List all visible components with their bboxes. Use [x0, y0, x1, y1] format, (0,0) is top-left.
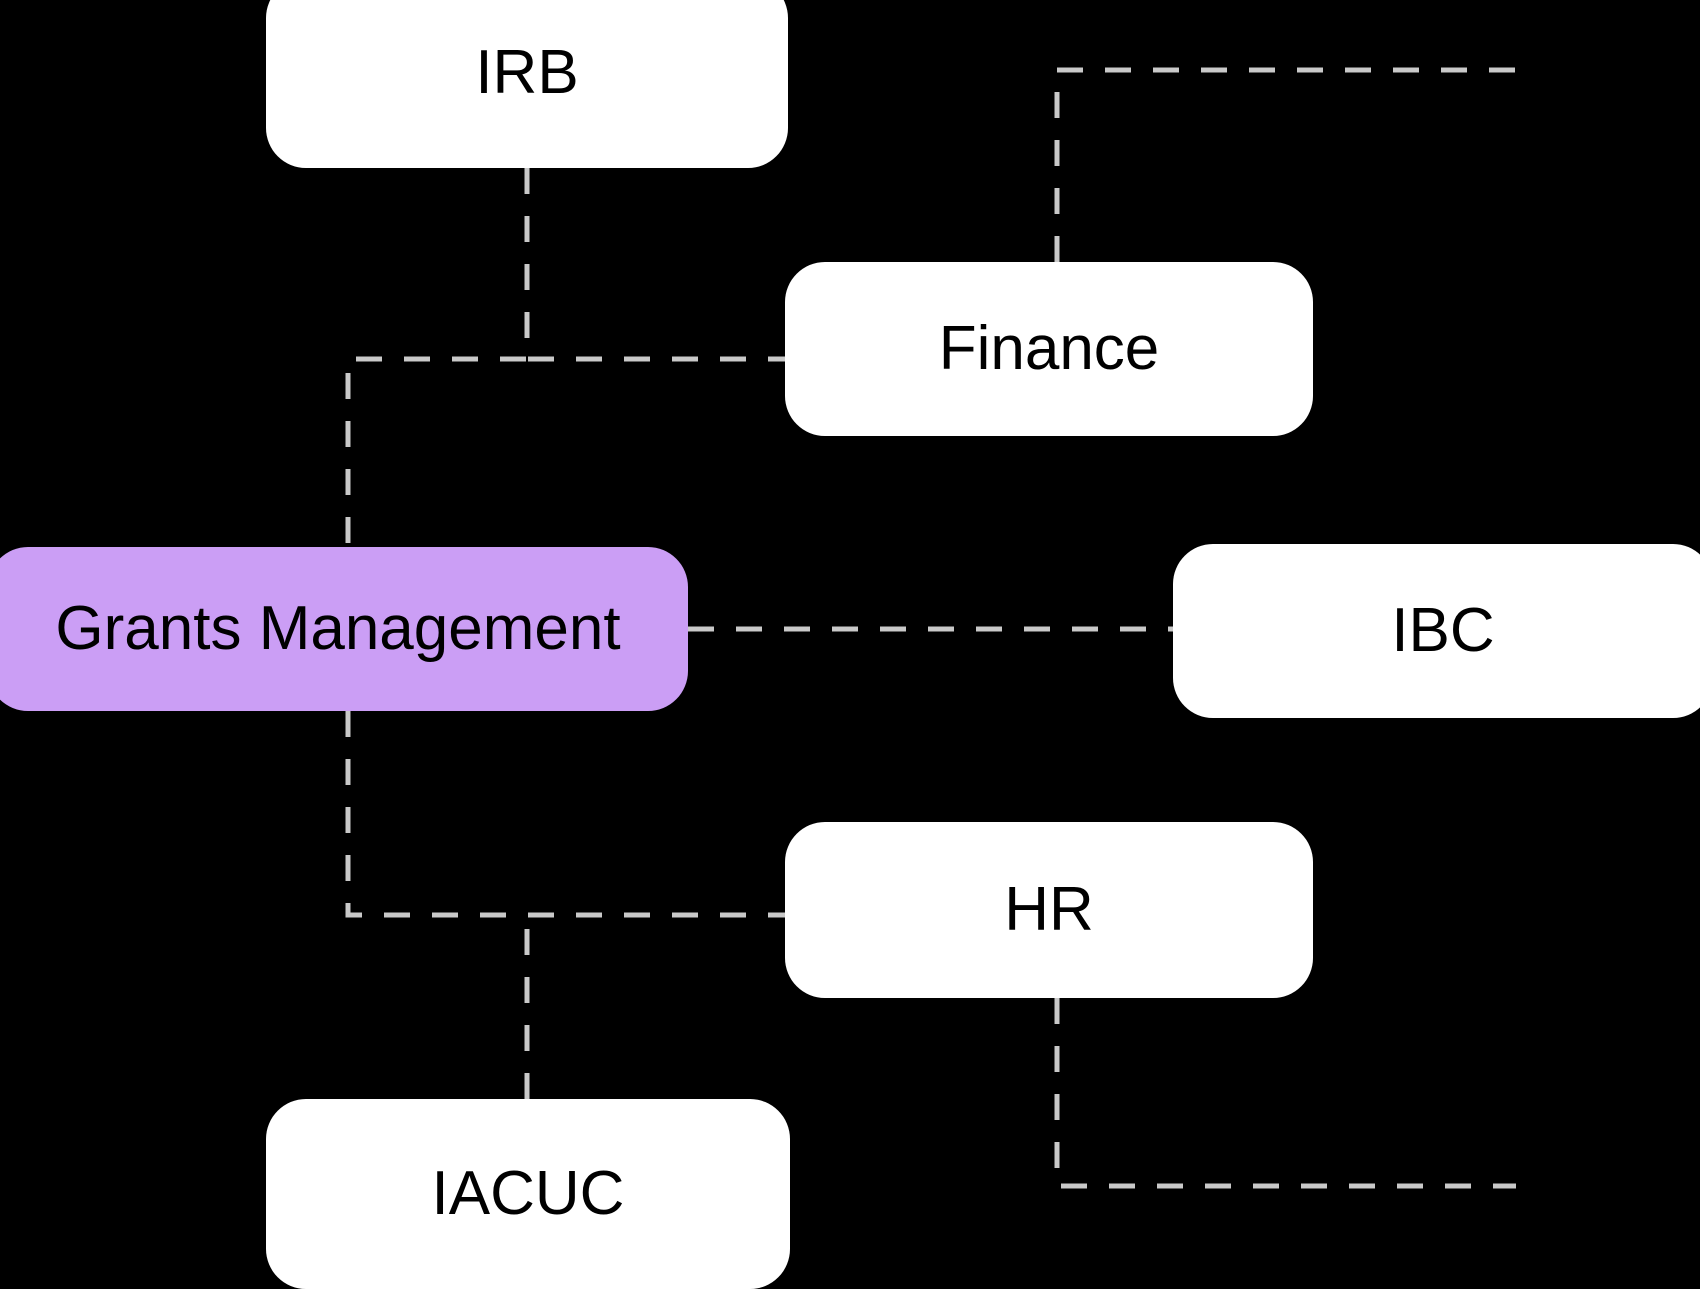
node-iacuc[interactable]: IACUC [266, 1099, 790, 1289]
node-ibc[interactable]: IBC [1173, 544, 1700, 718]
node-grants_management[interactable]: Grants Management [0, 547, 688, 711]
edge-irb-to-finance [524, 168, 785, 362]
node-finance[interactable]: Finance [785, 262, 1313, 436]
node-label-ibc: IBC [1391, 596, 1495, 665]
edge-finance-outgoing [1054, 67, 1516, 262]
node-hr[interactable]: HR [785, 822, 1313, 998]
node-label-iacuc: IACUC [431, 1159, 625, 1228]
node-label-hr: HR [1004, 875, 1094, 944]
node-irb[interactable]: IRB [266, 0, 788, 168]
edge-irb-to-grants [345, 168, 530, 547]
edge-grants-to-hr [345, 711, 785, 918]
node-label-grants_management: Grants Management [55, 594, 621, 663]
node-label-irb: IRB [475, 38, 579, 107]
node-label-finance: Finance [938, 314, 1160, 383]
edge-hr-outgoing [1054, 998, 1516, 1189]
